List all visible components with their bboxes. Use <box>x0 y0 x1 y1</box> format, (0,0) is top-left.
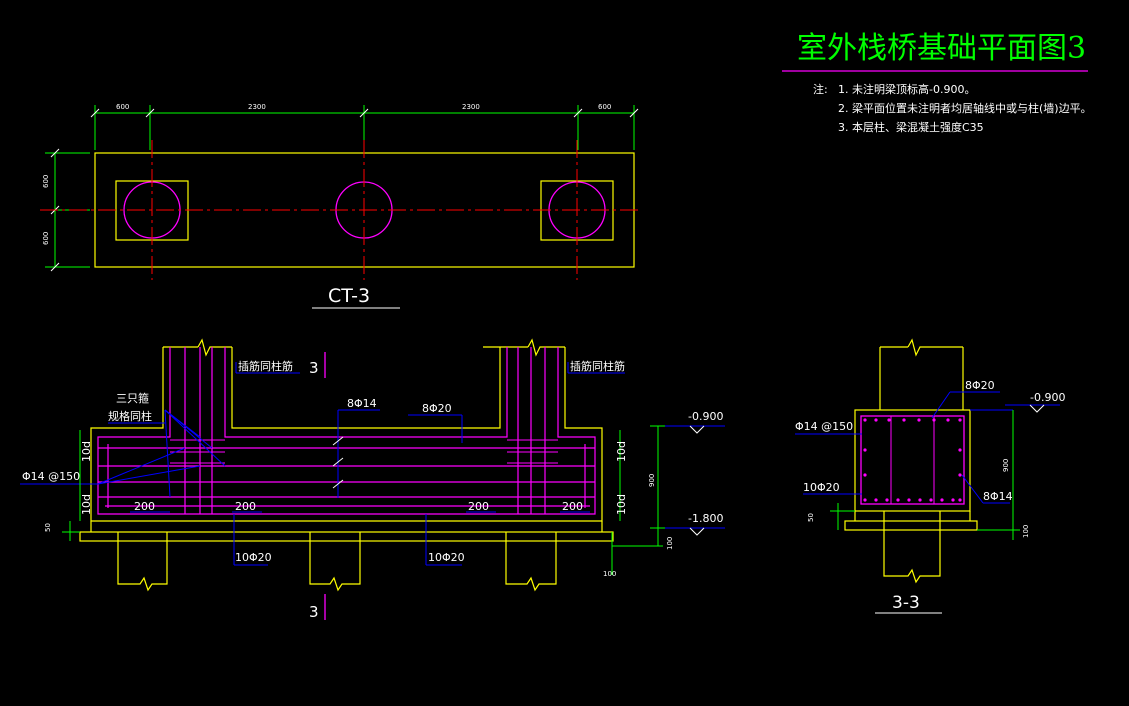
note-3: 3. 本层柱、梁混凝土强度C35 <box>838 120 984 134</box>
plan-dim-left-1: 600 <box>42 175 50 188</box>
label-d-2: 10d <box>80 494 93 515</box>
note-2: 2. 梁平面位置未注明者均居轴线中或与柱(墙)边平。 <box>838 101 1092 115</box>
label-bottom-bar-1: 10Φ20 <box>235 551 272 564</box>
section-dim-100: 100 <box>1022 525 1030 538</box>
plan-dim-4: 600 <box>598 103 611 111</box>
label-d-4: 10d <box>615 494 628 515</box>
label-three-limbs-2: 规格同柱 <box>108 409 152 423</box>
label-dowel-right: 插筋同柱筋 <box>570 359 625 373</box>
section-label: 3-3 <box>892 593 920 613</box>
label-three-limbs-1: 三只箍 <box>116 391 149 405</box>
section-stirrup <box>860 415 965 505</box>
label-lap-2: 200 <box>235 500 256 513</box>
label-lap-1: 200 <box>134 500 155 513</box>
note-1: 1. 未注明梁顶标高-0.900。 <box>838 82 975 96</box>
label-dim-100b: 100 <box>603 570 616 578</box>
label-bar-8-20: 8Φ20 <box>422 402 452 415</box>
plan-view: 600 2300 2300 600 600 600 CT-3 <box>40 103 640 309</box>
plan-dim-2: 2300 <box>248 103 266 111</box>
label-section-mark-bottom: 3 <box>309 603 319 621</box>
label-d-3: 10d <box>615 441 628 462</box>
plan-dim-left-2: 600 <box>42 232 50 245</box>
label-lap-3: 200 <box>468 500 489 513</box>
label-dim-100: 100 <box>666 537 674 550</box>
section-label-top-bar: 8Φ20 <box>965 379 995 392</box>
notes-prefix: 注: <box>813 82 828 96</box>
plan-label: CT-3 <box>328 285 370 307</box>
drawing-title: 室外栈桥基础平面图3 <box>797 31 1086 66</box>
notes: 注: 1. 未注明梁顶标高-0.900。 2. 梁平面位置未注明者均居轴线中或与… <box>813 82 1092 134</box>
section-dim-900: 900 <box>1002 459 1010 472</box>
plan-dim-1: 600 <box>116 103 129 111</box>
section-dim-50: 50 <box>807 513 815 522</box>
label-stirrup-14: 8Φ14 <box>347 397 377 410</box>
label-dowel-left: 插筋同柱筋 <box>238 359 293 373</box>
section-label-elev: -0.900 <box>1030 391 1065 404</box>
label-elev-top: -0.900 <box>688 410 723 423</box>
section-view: 8Φ20 -0.900 Φ14 @150 10Φ20 8Φ14 900 100 … <box>795 338 1065 614</box>
section-elev-marker <box>1029 404 1045 413</box>
section-label-bottom-bar: 10Φ20 <box>803 481 840 494</box>
elevation-view: 插筋同柱筋 插筋同柱筋 三只箍 规格同柱 8Φ14 8Φ20 Φ14 @150 … <box>20 338 725 621</box>
label-elev-bottom: -1.800 <box>688 512 723 525</box>
plan-dim-3: 2300 <box>462 103 480 111</box>
section-label-stirrup: Φ14 @150 <box>795 420 853 433</box>
label-bottom-bar-2: 10Φ20 <box>428 551 465 564</box>
label-dim-900: 900 <box>648 474 656 487</box>
label-lap-4: 200 <box>562 500 583 513</box>
label-section-mark-top: 3 <box>309 359 319 377</box>
section-label-side-bar: 8Φ14 <box>983 490 1013 503</box>
label-dim-50: 50 <box>44 523 52 532</box>
label-d-1: 10d <box>80 441 93 462</box>
label-stirrup-left: Φ14 @150 <box>22 470 80 483</box>
